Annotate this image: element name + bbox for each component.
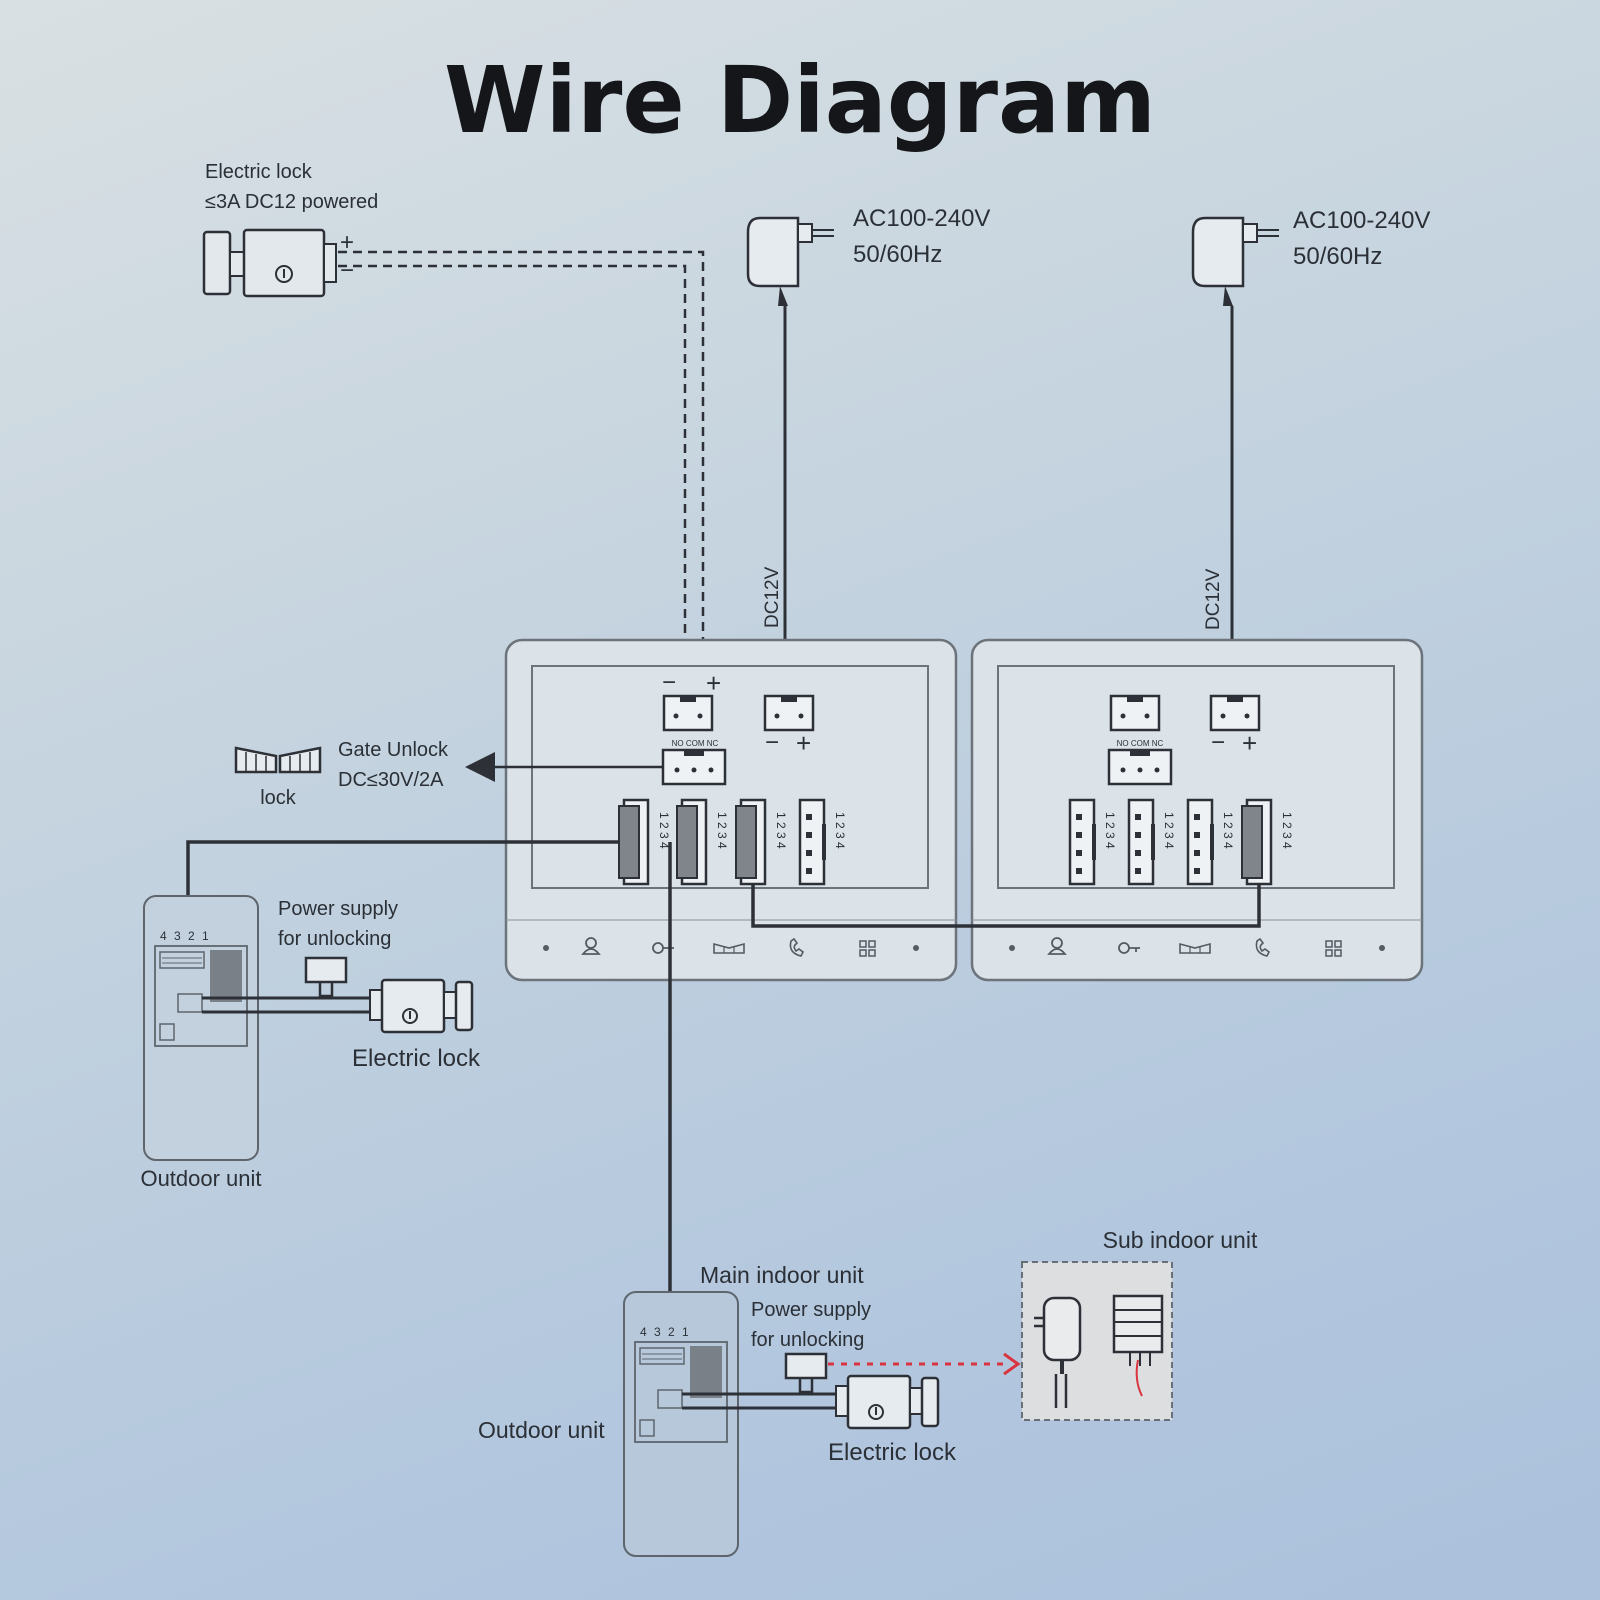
relay-connector: [1107, 748, 1173, 786]
electric-lock-label: Electric lock: [205, 161, 313, 183]
electric-lock-2-label: Electric lock: [828, 1439, 957, 1466]
outdoor-unit-1-label: Outdoor unit: [140, 1166, 261, 1191]
port-2-numbers: 1 2 3 4: [715, 812, 729, 849]
port-2-numbers: 1 2 3 4: [1162, 812, 1176, 849]
gate-unlock: lock Gate Unlock DC≤30V/2A: [234, 739, 663, 809]
pin-numbers: 4 3 2 1: [640, 1325, 691, 1339]
relay-label: NO COM NC: [672, 739, 719, 748]
power-connector: [763, 694, 815, 732]
outdoor-unit-2: Main indoor unit 4 3 2 1 Outdoor unit Po…: [478, 1262, 1021, 1557]
electric-lock-spec: ≤3A DC12 powered: [205, 191, 378, 213]
plug-adapter-icon: [1191, 216, 1279, 306]
lock-plus: +: [706, 668, 721, 698]
power-plus: +: [796, 728, 811, 758]
lock-connector: [662, 694, 714, 732]
power-supply-label: Power supply: [278, 898, 398, 920]
power-connector: [1209, 694, 1261, 732]
power-supply-label: Power supply: [751, 1299, 871, 1321]
sub-indoor-unit-label: Sub indoor unit: [1103, 1227, 1258, 1253]
power-supply-sublabel: for unlocking: [751, 1329, 864, 1351]
power-minus: −: [1211, 729, 1225, 756]
adapter-2-dc-label: DC12V: [1203, 568, 1224, 630]
red-arrow-head: [1003, 1352, 1021, 1376]
adapter-1-dc-label: DC12V: [762, 566, 783, 628]
port-1-numbers: 1 2 3 4: [657, 812, 671, 849]
lock-minus: −: [662, 669, 676, 696]
main-indoor-unit-label: Main indoor unit: [700, 1262, 864, 1288]
electric-lock-icon: [835, 1374, 940, 1430]
outdoor-unit-2-label: Outdoor unit: [478, 1417, 605, 1443]
lock-connector: [1109, 694, 1161, 732]
electric-lock-icon: [369, 978, 474, 1034]
gate-unlock-label: Gate Unlock: [338, 739, 449, 761]
top-electric-lock: Electric lock ≤3A DC12 powered + −: [202, 161, 378, 298]
gate-lock-label: lock: [260, 787, 297, 809]
electric-lock-1-label: Electric lock: [352, 1045, 481, 1072]
relay-connector: [661, 748, 727, 786]
lock-plus-sign: +: [340, 229, 354, 256]
adapter-2-frequency: 50/60Hz: [1293, 243, 1382, 270]
port-3-numbers: 1 2 3 4: [1221, 812, 1235, 849]
indoor-monitor-1: − + − + NO COM NC 1 2 3 4 1 2 3 4 1 2 3 …: [504, 638, 958, 982]
power-adapter-small-icon: [304, 956, 348, 998]
power-adapter-small-icon: [784, 1352, 828, 1394]
gate-unlock-spec: DC≤30V/2A: [338, 769, 444, 791]
power-plus: +: [1242, 728, 1257, 758]
port-3-numbers: 1 2 3 4: [774, 812, 788, 849]
din-rail-power-icon: [1112, 1294, 1164, 1397]
electric-lock-icon: [202, 228, 337, 298]
pin-numbers: 4 3 2 1: [160, 929, 211, 943]
page-title: Wire Diagram: [444, 47, 1156, 154]
relay-label: NO COM NC: [1117, 739, 1164, 748]
sub-indoor-unit: Sub indoor unit: [1021, 1227, 1258, 1421]
power-supply-sublabel: for unlocking: [278, 928, 391, 950]
indoor-monitor-2: − + NO COM NC 1 2 3 4 1 2 3 4 1 2 3 4 1 …: [970, 638, 1424, 982]
power-adapter-1: AC100-240V 50/60Hz DC12V: [746, 205, 990, 690]
gate-icon: [234, 746, 322, 774]
plug-adapter-icon: [746, 216, 834, 306]
adapter-1-frequency: 50/60Hz: [853, 241, 942, 268]
outdoor-unit-1: 4 3 2 1 Outdoor unit Power supply for un…: [140, 895, 481, 1191]
lock-dashed-wires: [338, 250, 705, 690]
adapter-2-voltage: AC100-240V: [1293, 207, 1430, 234]
port-4-numbers: 1 2 3 4: [833, 812, 847, 849]
lock-minus-sign: −: [340, 257, 354, 284]
signal-wires: [186, 840, 1261, 1292]
power-adapter-2: AC100-240V 50/60Hz DC12V: [1191, 207, 1430, 690]
adapter-1-voltage: AC100-240V: [853, 205, 990, 232]
port-4-numbers: 1 2 3 4: [1280, 812, 1294, 849]
power-minus: −: [765, 729, 779, 756]
port-1-numbers: 1 2 3 4: [1103, 812, 1117, 849]
wall-adapter-icon: [1034, 1296, 1082, 1408]
